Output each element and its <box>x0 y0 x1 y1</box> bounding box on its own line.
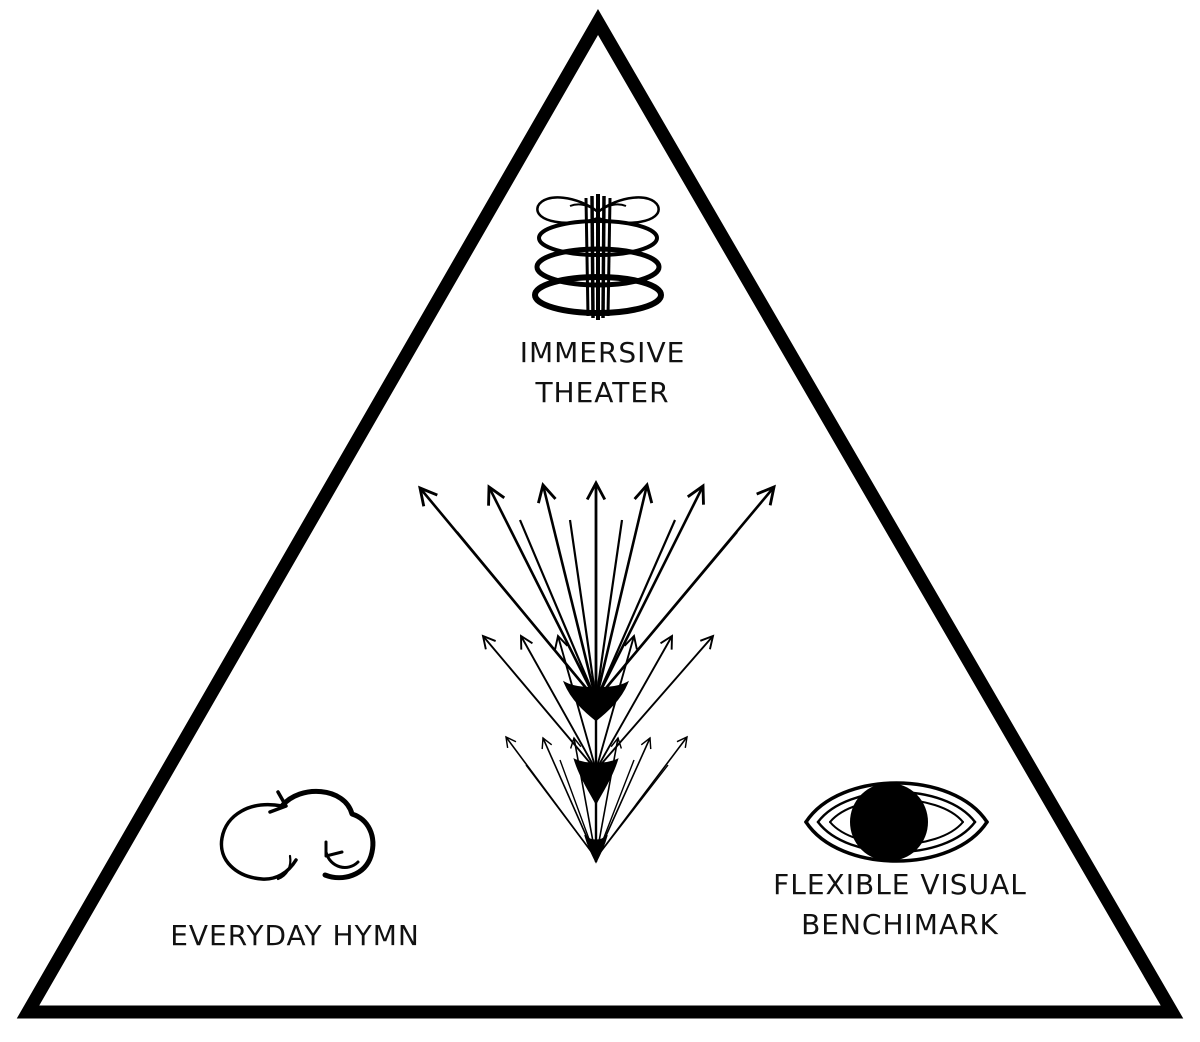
label-line: EVERYDAY HYMN <box>170 919 420 952</box>
cloud-cycle-icon <box>219 788 376 881</box>
triangle-outline <box>16 9 1184 1019</box>
vertex-label-immersive-theater: IMMERSIVE THEATER <box>430 333 775 413</box>
label-line: THEATER <box>535 376 670 409</box>
label-line: IMMERSIVE <box>519 336 686 369</box>
label-line: BENCHIMARK <box>801 908 999 941</box>
vertex-label-flexible-visual-benchmark: FLEXIBLE VISUAL BENCHIMARK <box>720 865 1080 945</box>
eye-icon <box>804 781 989 863</box>
spiral-coil-icon <box>532 194 664 320</box>
label-line: FLEXIBLE VISUAL <box>773 868 1027 901</box>
radiating-arrows-icon <box>418 479 776 864</box>
vertex-label-everyday-hymn: EVERYDAY HYMN <box>110 916 480 956</box>
